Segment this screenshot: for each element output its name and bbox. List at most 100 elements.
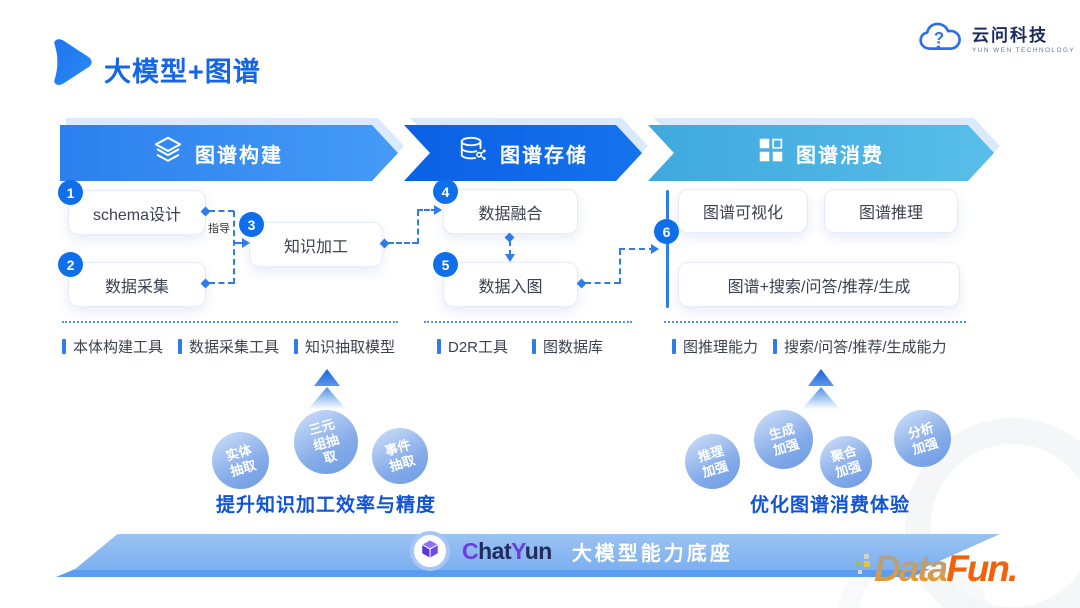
tools-consumption: 图推理能力 搜索/问答/推荐/生成能力 bbox=[672, 336, 947, 357]
datafun-part2: Fun. bbox=[946, 548, 1018, 589]
step-badge-1: 1 bbox=[58, 180, 83, 205]
bubble-label: 生成加强 bbox=[766, 420, 801, 458]
title-arrow-icon bbox=[45, 36, 95, 95]
node-label: 数据融合 bbox=[478, 205, 543, 223]
tool-label: 图数据库 bbox=[543, 339, 604, 356]
step-badge-6: 6 bbox=[654, 219, 679, 244]
dotted-separator bbox=[664, 321, 966, 323]
connector bbox=[417, 209, 437, 211]
stage-banner-storage: 图谱存储 bbox=[404, 125, 642, 181]
arrow-up-icon bbox=[802, 369, 840, 409]
step-badge-5: 5 bbox=[433, 252, 458, 277]
footer-base-strip bbox=[56, 569, 930, 577]
node-graph-reasoning: 图谱推理 bbox=[824, 189, 958, 233]
tool-label: 本体构建工具 bbox=[73, 339, 164, 356]
node-label: 知识加工 bbox=[283, 238, 348, 256]
brand-part: Y bbox=[511, 537, 525, 564]
bubble-triple-extraction: 三元组抽取 bbox=[294, 410, 358, 474]
corp-name: 云问科技 bbox=[972, 25, 1048, 45]
footer-banner bbox=[74, 534, 1000, 570]
node-label: schema设计 bbox=[92, 206, 182, 224]
brand-part: hat bbox=[478, 537, 512, 564]
tools-storage: D2R工具 图数据库 bbox=[437, 336, 603, 357]
connector-arrowhead bbox=[651, 244, 659, 254]
step-badge-4: 4 bbox=[433, 179, 458, 204]
chatyun-brand: ChatYun bbox=[462, 538, 552, 565]
tool-item: 图数据库 bbox=[532, 336, 603, 357]
connector-arrowhead bbox=[434, 205, 442, 215]
stage-banner-label: 图谱消费 bbox=[796, 144, 884, 167]
tool-bar bbox=[178, 339, 183, 354]
tool-item: 搜索/问答/推荐/生成能力 bbox=[773, 336, 947, 357]
connector bbox=[417, 210, 419, 244]
connector-arrowhead bbox=[242, 238, 250, 248]
connector bbox=[233, 211, 235, 284]
connector bbox=[209, 282, 234, 284]
tool-item: D2R工具 bbox=[437, 336, 508, 357]
footer-content: ChatYun 大模型能力底座 bbox=[410, 530, 733, 572]
edge-label-guide: 指导 bbox=[206, 220, 232, 236]
tool-label: 图推理能力 bbox=[683, 339, 759, 356]
connector-dot bbox=[504, 232, 515, 243]
node-label: 图谱+搜索/问答/推荐/生成 bbox=[727, 278, 911, 296]
step-badge-2: 2 bbox=[58, 252, 83, 277]
node-data-fusion: 4 数据融合 bbox=[433, 179, 578, 234]
tool-item: 数据采集工具 bbox=[178, 336, 279, 357]
mosaic-icon bbox=[854, 548, 872, 590]
tools-construction: 本体构建工具 数据采集工具 知识抽取模型 bbox=[62, 336, 395, 357]
tool-bar bbox=[532, 339, 537, 354]
arrow-up-icon bbox=[308, 369, 346, 409]
node-data-collection: 2 数据采集 bbox=[58, 252, 206, 307]
brand-part: C bbox=[462, 537, 479, 564]
bubble-label: 分析加强 bbox=[905, 419, 940, 457]
tool-bar bbox=[294, 339, 299, 354]
stage-banner-construction: 图谱构建 bbox=[60, 125, 398, 181]
connector bbox=[619, 249, 621, 284]
connector bbox=[585, 282, 620, 284]
node-label: 图谱推理 bbox=[858, 205, 923, 222]
tool-bar bbox=[62, 339, 66, 354]
bubble-label: 事件抽取 bbox=[383, 437, 417, 475]
page-title: 大模型+图谱 bbox=[104, 57, 261, 87]
tool-label: 搜索/问答/推荐/生成能力 bbox=[784, 339, 947, 356]
grid-icon bbox=[758, 137, 784, 169]
database-icon bbox=[458, 135, 488, 171]
caption-left: 提升知识加工效率与精度 bbox=[215, 495, 436, 516]
footer-label: 大模型能力底座 bbox=[571, 542, 733, 565]
consumption-axis-line bbox=[666, 190, 669, 308]
stage-banner-label: 图谱构建 bbox=[195, 144, 283, 167]
svg-text:?: ? bbox=[934, 28, 944, 47]
dotted-separator bbox=[62, 321, 398, 323]
brand-part: un bbox=[524, 537, 553, 564]
tool-bar bbox=[773, 339, 778, 354]
tool-item: 本体构建工具 bbox=[62, 336, 163, 357]
cube-icon bbox=[419, 538, 441, 565]
bubble-label: 三元组抽取 bbox=[307, 415, 341, 466]
tool-label: 数据采集工具 bbox=[189, 339, 280, 356]
caption-right: 优化图谱消费体验 bbox=[749, 495, 910, 516]
connector bbox=[209, 210, 234, 212]
bubble-label: 实体抽取 bbox=[223, 441, 258, 479]
corp-logo: ? 云问科技 YUN WEN TECHNOLOGY bbox=[918, 20, 1075, 61]
connector bbox=[388, 242, 418, 244]
tool-item: 图推理能力 bbox=[672, 336, 758, 357]
corp-subtitle: YUN WEN TECHNOLOGY bbox=[972, 47, 1076, 55]
tool-bar bbox=[672, 339, 676, 354]
datafun-part1: Data bbox=[874, 548, 948, 589]
layers-icon bbox=[153, 135, 183, 171]
tool-item: 知识抽取模型 bbox=[294, 336, 395, 357]
connector-dot bbox=[576, 278, 587, 289]
bubble-aggregation-enhance: 聚合加强 bbox=[820, 436, 872, 488]
bubble-event-extraction: 事件抽取 bbox=[372, 428, 428, 484]
step-badge-3: 3 bbox=[239, 212, 264, 237]
connector-arrowhead bbox=[505, 254, 515, 262]
dotted-separator bbox=[424, 321, 632, 323]
node-label: 数据采集 bbox=[104, 278, 169, 296]
node-data-ingest: 5 数据入图 bbox=[433, 252, 578, 307]
tool-bar bbox=[437, 339, 441, 354]
tool-label: D2R工具 bbox=[448, 339, 509, 356]
bubble-reasoning-enhance: 推理加强 bbox=[685, 434, 740, 489]
stage-banner-consumption: 图谱消费 bbox=[648, 125, 994, 181]
